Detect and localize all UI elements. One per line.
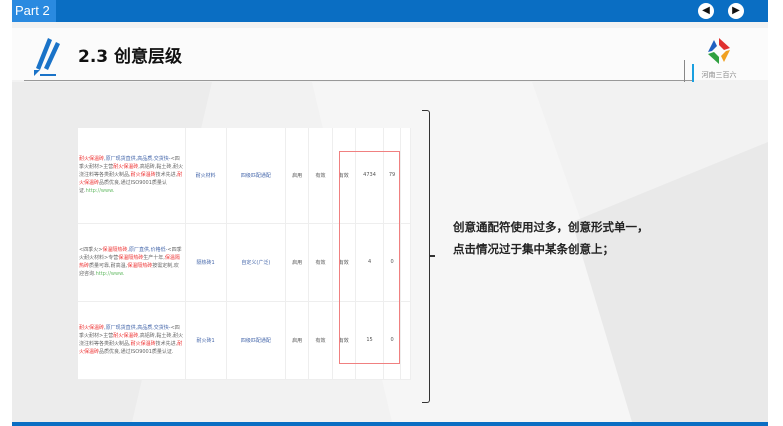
arrow-right-circle-icon[interactable]: ▶: [728, 3, 744, 19]
table-row: 耐火保温砖,原厂现货直供,高品质,交货快-<四季火耐材>主营耐火保温砖,高铝砖,…: [78, 301, 411, 381]
state-cell: 有效: [308, 223, 333, 302]
keyword-cell: 耐火砖1: [185, 301, 227, 381]
status-cell: 启用: [285, 301, 310, 381]
creative-text-part: 技术先进,: [155, 341, 178, 348]
empty-cell: [400, 128, 411, 224]
match-cell: 自定义(广泛): [226, 223, 286, 302]
note-line-2: 点击情况过于集中某条创意上；: [453, 242, 614, 256]
impressions-cell: 4734: [355, 128, 385, 224]
header: [12, 28, 768, 80]
creative-text-part: 品质优良,通过ISO9001质量认证.: [99, 349, 174, 356]
creative-text-part: <四季火耐火材料>专营: [79, 247, 182, 262]
impressions-cell: 15: [355, 301, 385, 381]
creative-text-part: 耐火保温砖: [79, 341, 183, 356]
match-cell: 四级匹配通配: [226, 128, 286, 224]
highlight-box: [339, 151, 400, 364]
creative-text-part: 保温隔热砖: [79, 255, 180, 270]
creative-text-part: ,高铝砖,黏土砖,耐火浇注料等各类耐火制品,: [79, 164, 183, 179]
creative-text-part: 保温隔热砖: [127, 263, 153, 270]
state-cell: 有效: [332, 301, 356, 381]
creative-text-part: 耐火保温砖: [113, 333, 139, 340]
state-cell: 有效: [308, 128, 333, 224]
match-cell: 四级匹配通配: [226, 301, 286, 381]
creative-table: 耐火保温砖,原厂现货直供,高品质,交货快-<四季火耐材>主营耐火保温砖,高铝砖,…: [78, 128, 411, 381]
creative-text-part: 耐火保温砖: [79, 325, 105, 332]
creative-text: <四季火>保温隔热砖,原厂直供,价格低-<四季火耐火材料>专营保温隔热砖生产十年…: [78, 223, 186, 302]
creative-text-part: <四季火耐材>主营: [79, 156, 180, 171]
part-label: Part 2: [12, 0, 56, 22]
state-cell: 有效: [308, 301, 333, 381]
creative-text-part: 按需定制,欢迎咨询.: [79, 263, 179, 278]
creative-text: 耐火保温砖,原厂现货直供,高品质,交货快-<四季火耐材>主营耐火保温砖,高铝砖,…: [78, 301, 186, 381]
creative-text-part: 保温隔热砖: [118, 255, 144, 262]
analysis-note: 创意通配符使用过多，创意形式单一， 点击情况过于集中某条创意上；: [453, 216, 649, 260]
bottom-bar: [12, 422, 768, 426]
creative-text-part: ,高铝砖,黏土砖,耐火浇注料等各类耐火制品,: [79, 333, 183, 348]
state-cell: 有效: [332, 223, 356, 302]
accent-bar: [692, 64, 694, 82]
logo: 河南三百六: [698, 36, 740, 80]
status-cell: 启用: [285, 223, 310, 302]
logo-text: 河南三百六: [701, 71, 737, 79]
status-cell: 启用: [285, 128, 310, 224]
note-line-1: 创意通配符使用过多，创意形式单一，: [453, 220, 649, 234]
bracket-tick: [430, 255, 435, 257]
divider: [684, 60, 685, 82]
creative-text-part: http://www.: [85, 188, 115, 195]
creative-text-part: http://www.: [95, 271, 125, 278]
empty-cell: [400, 223, 411, 302]
divider: [24, 80, 692, 81]
creative-text-part: 质量可靠,耐高温,: [89, 263, 128, 270]
creative-text-part: 耐火保温砖: [79, 172, 183, 187]
creative-text-part: 耐火保温砖: [130, 341, 156, 348]
creative-text-part: ,原厂直供,价格低-: [127, 247, 168, 254]
empty-cell: [400, 301, 411, 381]
arrow-left-circle-icon[interactable]: ◀: [698, 3, 714, 19]
bracket: [422, 110, 430, 403]
creative-text-part: <四季火>: [79, 247, 103, 254]
clicks-cell: 0: [383, 223, 401, 302]
creative-text: 耐火保温砖,原厂现货直供,高品质,交货快-<四季火耐材>主营耐火保温砖,高铝砖,…: [78, 128, 186, 224]
creative-text-part: 生产十年,: [143, 255, 165, 262]
table-row: <四季火>保温隔热砖,原厂直供,价格低-<四季火耐火材料>专营保温隔热砖生产十年…: [78, 223, 411, 302]
creative-text-part: 耐火保温砖: [113, 164, 139, 171]
creative-text-part: <四季火耐材>主营: [79, 325, 180, 340]
creative-text-part: ,原厂现货直供,高品质,交货快-: [104, 325, 171, 332]
page-title: 2.3 创意层级: [78, 47, 183, 67]
creative-text-part: 耐火保温砖: [79, 156, 105, 163]
clicks-cell: 0: [383, 301, 401, 381]
table-row: 耐火保温砖,原厂现货直供,高品质,交货快-<四季火耐材>主营耐火保温砖,高铝砖,…: [78, 128, 411, 224]
slide: 2.3 创意层级 河南三百六 耐火保温砖,原厂现货直供,高品质,交货快-<四季火…: [12, 22, 768, 422]
creative-text-part: ,原厂现货直供,高品质,交货快-: [104, 156, 171, 163]
keyword-cell: 隔热砖1: [185, 223, 227, 302]
top-bar: Part 2 ◀ ▶: [12, 0, 768, 22]
keyword-cell: 耐火材料: [185, 128, 227, 224]
creative-text-part: 耐火保温砖: [130, 172, 156, 179]
creative-text-part: 技术先进,: [155, 172, 178, 179]
pencil-icon: [34, 38, 60, 76]
creative-text-part: 保温隔热砖: [102, 247, 128, 254]
impressions-cell: 4: [355, 223, 385, 302]
logo-icon: [708, 38, 730, 64]
creative-text-part: 品质优良,通过ISO9001质量认证.: [79, 180, 167, 195]
